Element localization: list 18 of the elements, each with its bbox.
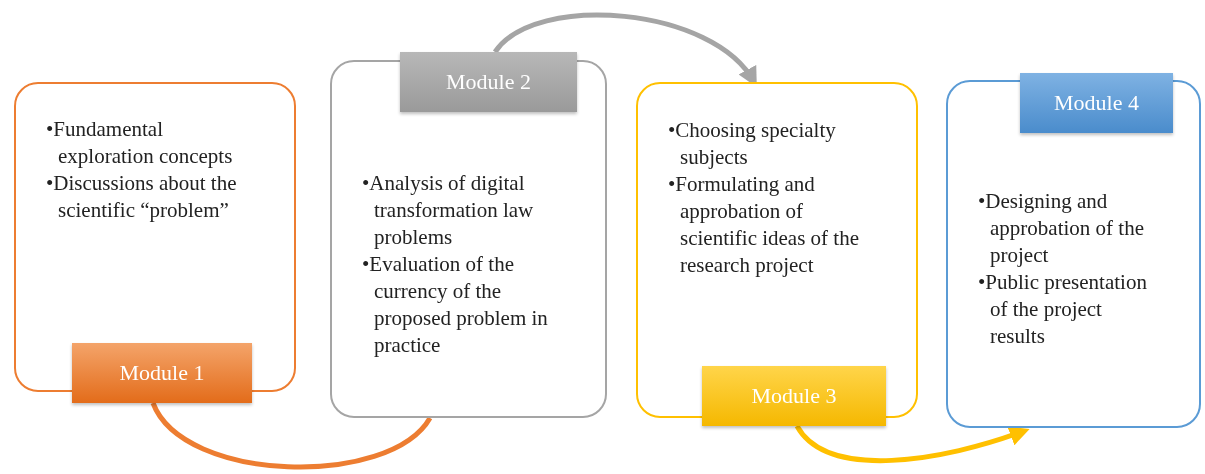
bullet-item: •Public presentation of the project results [978,269,1148,350]
module-card [14,82,296,392]
curved-arrow [795,424,1030,463]
bullet-item: •Fundamental exploration concepts [46,116,234,170]
module-tab: Module 3 [702,366,886,426]
bullet-item: •Designing and approbation of the project [978,188,1145,269]
bullet-item: •Analysis of digital transformation law problems [362,170,535,251]
module-card [636,82,918,418]
module-card [330,60,607,418]
module-tab: Module 2 [400,52,577,112]
module-tab: Module 1 [72,343,252,403]
module-card [946,80,1201,428]
bullet-item: •Evaluation of the currency of the proposed problem in practice [362,251,549,359]
bullet-item: •Choosing specialty subjects [668,117,837,171]
bullet-item: •Formulating and approbation of scientific ideas of the research project [668,171,860,279]
module-tab: Module 4 [1020,73,1173,133]
bullet-item: •Discussions about the scientific “problem” [46,170,238,224]
curved-connector [150,401,432,470]
